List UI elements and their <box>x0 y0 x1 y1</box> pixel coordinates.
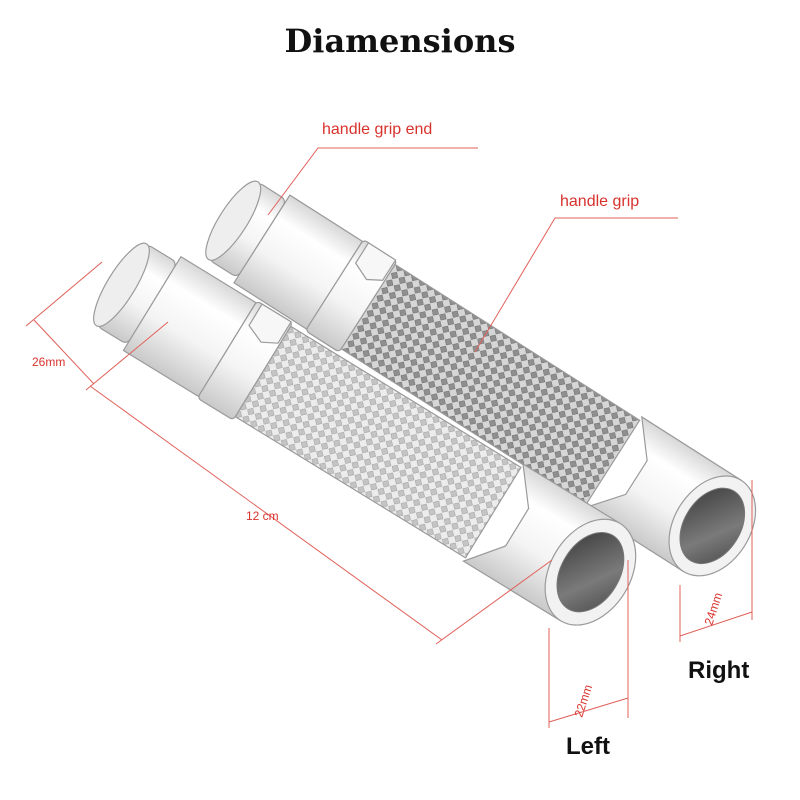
left-grip <box>93 242 637 626</box>
grip-end-label: handle grip end <box>322 121 432 138</box>
right-inner-label: 24mm <box>702 591 726 627</box>
left-inner-dimension-line <box>548 697 629 723</box>
grip-end-leader-line <box>267 147 478 216</box>
end-diameter-dimension-line <box>33 319 95 385</box>
grip-label: handle grip <box>560 193 639 210</box>
grip-leader-line <box>474 217 678 353</box>
left-grip-knurl <box>234 325 522 559</box>
length-label: 12 cm <box>246 509 279 523</box>
left-side-label: Left <box>566 733 610 760</box>
right-grip-collar-tab <box>354 242 397 281</box>
left-grip-collar-tab <box>248 303 292 344</box>
end-diameter-extension-2 <box>85 321 169 391</box>
left-inner-label: 22mm <box>572 683 596 719</box>
right-grip-end-face <box>205 180 262 261</box>
right-grip-opening-inner <box>679 487 746 565</box>
end-diameter-extension-1 <box>25 261 103 327</box>
right-grip-knurl <box>340 263 641 506</box>
right-side-label: Right <box>688 657 749 684</box>
left-grip-opening-inner <box>556 531 625 613</box>
end-diameter-label: 26mm <box>32 355 65 369</box>
length-extension <box>435 559 553 645</box>
left-grip-end-face <box>93 242 150 327</box>
diagram-title: Diamensions <box>285 22 516 60</box>
right-inner-dimension-line <box>679 611 753 637</box>
length-dimension-line <box>89 385 443 641</box>
